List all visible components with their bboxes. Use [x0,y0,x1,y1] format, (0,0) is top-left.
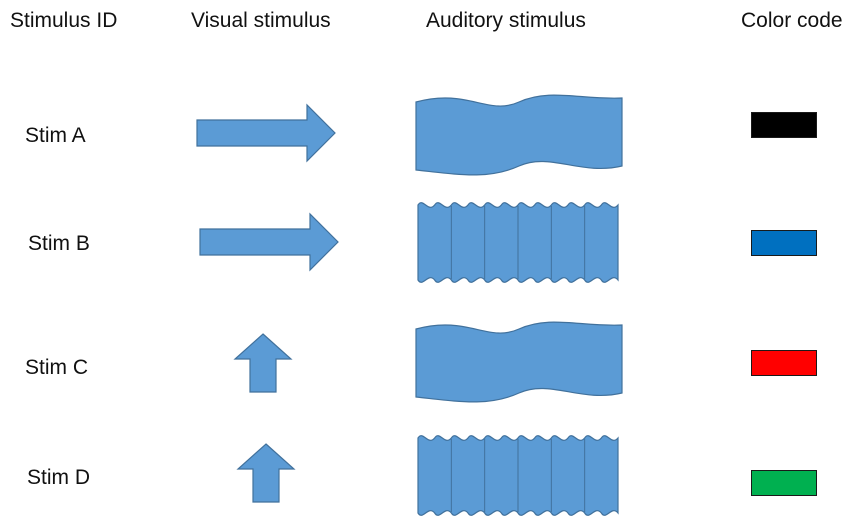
stimulus-label-c: Stim C [25,356,88,379]
stimulus-label-b: Stim B [28,232,90,255]
visual-stimulus-column [196,103,339,503]
color-swatch-0 [751,112,817,138]
auditory-stimulus-column [415,94,623,516]
high-frequency-wave-icon-1 [417,202,619,283]
color-swatch-3 [751,470,817,496]
header-color-code: Color code [741,9,843,32]
right-arrow-icon-0 [196,103,336,163]
color-swatch-2 [751,350,817,376]
stimulus-label-a: Stim A [25,124,86,147]
up-arrow-icon-2 [233,333,293,393]
up-arrow-icon-3 [236,443,296,503]
high-frequency-wave-icon-3 [417,435,619,516]
header-stimulus-id: Stimulus ID [10,9,118,32]
low-frequency-wave-icon-2 [415,321,623,403]
right-arrow-icon-1 [199,212,339,272]
header-auditory-stimulus: Auditory stimulus [426,9,586,32]
color-swatch-1 [751,230,817,256]
low-frequency-wave-icon-0 [415,94,623,176]
stimulus-label-d: Stim D [27,466,90,489]
header-visual-stimulus: Visual stimulus [191,9,331,32]
